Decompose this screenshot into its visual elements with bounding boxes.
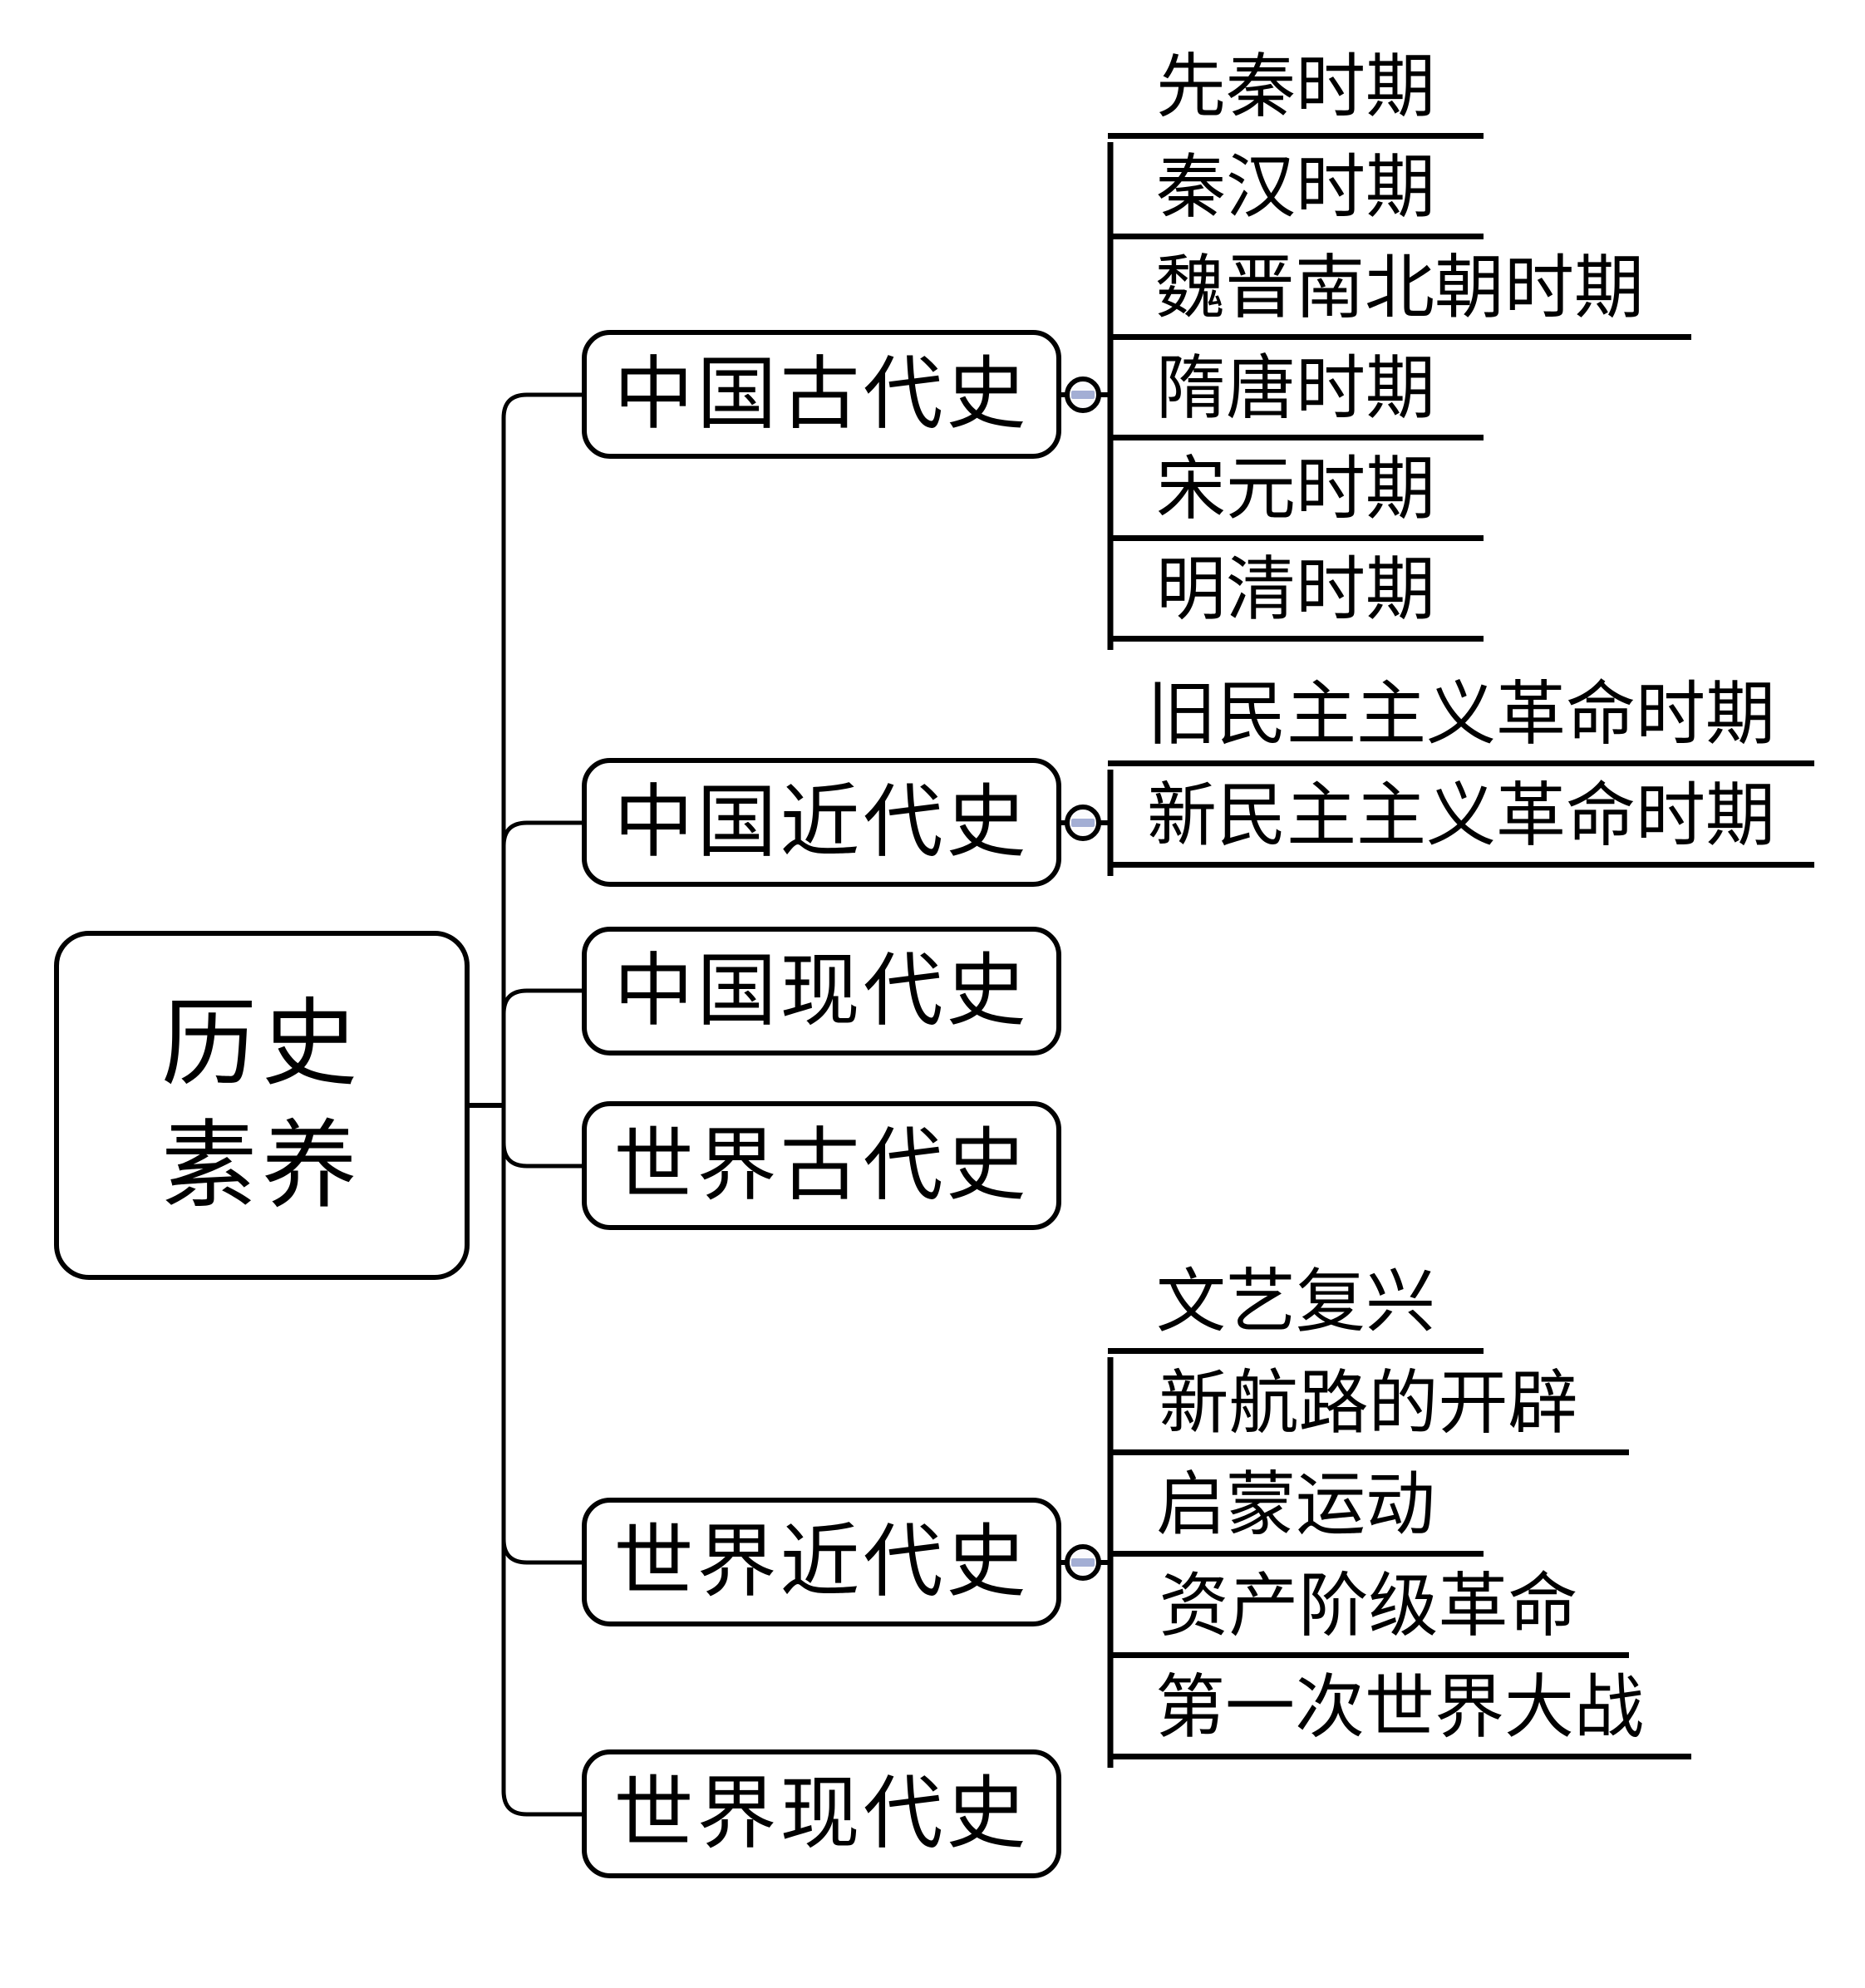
child-topic-label: 魏晋南北朝时期 <box>1154 250 1644 327</box>
root-title-line1: 历史 <box>160 991 362 1097</box>
minus-icon <box>1071 819 1095 827</box>
child-topic[interactable]: 第一次世界大战 <box>1108 1670 1691 1759</box>
child-topic-label: 资产阶级革命 <box>1159 1568 1578 1646</box>
trunk-connector <box>501 392 582 1817</box>
child-topic-label: 新航路的开辟 <box>1159 1366 1578 1443</box>
branch-world-ancient[interactable]: 世界古代史 <box>582 1101 1061 1230</box>
child-topic[interactable]: 隋唐时期 <box>1108 351 1484 440</box>
branch-elbow-china-contemporary <box>501 988 582 1015</box>
branch-china-ancient[interactable]: 中国古代史 <box>582 330 1061 459</box>
child-topic-label: 明清时期 <box>1155 552 1435 629</box>
child-topic-label: 隋唐时期 <box>1155 351 1435 428</box>
root-node[interactable]: 历史 素养 <box>54 931 470 1280</box>
collapse-button-china-modern[interactable] <box>1065 805 1101 841</box>
root-title-line2: 素养 <box>160 1114 362 1219</box>
child-topic[interactable]: 宋元时期 <box>1108 451 1484 541</box>
child-topic[interactable]: 先秦时期 <box>1108 49 1484 139</box>
child-topic[interactable]: 启蒙运动 <box>1108 1467 1484 1557</box>
branch-china-contemporary[interactable]: 中国现代史 <box>582 927 1061 1056</box>
branch-elbow-world-ancient <box>501 1142 582 1169</box>
child-topic[interactable]: 新民主主义革命时期 <box>1108 778 1814 868</box>
child-topic-label: 第一次世界大战 <box>1154 1670 1644 1747</box>
child-topic-label: 新民主主义革命时期 <box>1146 778 1775 855</box>
branch-world-modern[interactable]: 世界近代史 <box>582 1498 1061 1626</box>
child-topic-label: 文艺复兴 <box>1155 1264 1435 1341</box>
child-topic[interactable]: 文艺复兴 <box>1108 1264 1484 1354</box>
child-topic-label: 旧民主主义革命时期 <box>1146 677 1775 754</box>
child-topic[interactable]: 秦汉时期 <box>1108 150 1484 239</box>
child-topic[interactable]: 旧民主主义革命时期 <box>1108 677 1814 766</box>
child-topic-label: 宋元时期 <box>1155 451 1435 529</box>
child-topic-label: 秦汉时期 <box>1155 150 1435 227</box>
branch-china-modern[interactable]: 中国近代史 <box>582 758 1061 887</box>
branch-world-contemporary[interactable]: 世界现代史 <box>582 1749 1061 1878</box>
child-topic[interactable]: 明清时期 <box>1108 552 1484 642</box>
child-topic-label: 先秦时期 <box>1155 49 1435 126</box>
branch-elbow-china-modern <box>501 820 582 847</box>
branch-elbow-world-modern <box>501 1538 582 1565</box>
child-topic[interactable]: 资产阶级革命 <box>1108 1568 1629 1658</box>
minus-icon <box>1071 391 1095 399</box>
child-topic-label: 启蒙运动 <box>1155 1467 1435 1544</box>
child-topic[interactable]: 魏晋南北朝时期 <box>1108 250 1691 340</box>
child-topic[interactable]: 新航路的开辟 <box>1108 1366 1629 1455</box>
collapse-button-world-modern[interactable] <box>1065 1544 1101 1581</box>
minus-icon <box>1071 1558 1095 1567</box>
collapse-button-china-ancient[interactable] <box>1065 376 1101 413</box>
